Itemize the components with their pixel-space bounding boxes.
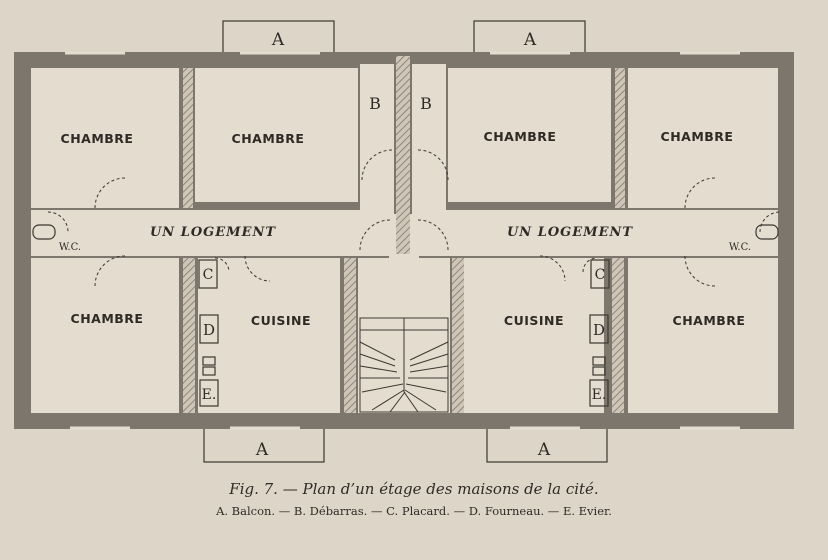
wc-right-label: W.C. [729,242,751,253]
room-labels: CHAMBRE CHAMBRE CHAMBRE CHAMBRE CHAMBRE … [59,94,751,403]
balcony-bottom-right: A [486,427,608,463]
stove-right [589,314,609,344]
balcony-top-right: A [473,20,586,54]
sink-left [199,379,219,407]
balcony-bottom-left-label: A [255,440,269,460]
sink-left-label: E. [202,387,217,403]
rooms [31,64,778,413]
dwelling-right: UN LOGEMENT [507,225,633,240]
dwelling-left: UN LOGEMENT [150,225,276,240]
sink-right [589,379,609,407]
cupboard-left-label: C [203,267,214,283]
door-swings [47,149,781,287]
caption-title: Fig. 7. — Plan d’un étage des maisons de… [229,480,599,498]
fixtures [32,224,779,407]
stove-left-label: D [203,321,215,339]
cupboard-right-label: C [595,267,606,283]
cupboard-right [590,259,610,289]
cupboard-left [198,259,218,289]
balcony-top-right-label: A [523,30,537,50]
kitchen-right: CUISINE [504,313,564,328]
caption-legend: A. Balcon. — B. Débarras. — C. Placard. … [216,504,612,518]
stairs [359,317,449,413]
wc-left-bowl [32,224,56,240]
bedroom-bottom-right: CHAMBRE [673,313,746,328]
floor-plan: A A A A [14,20,794,463]
kitchen-left: CUISINE [251,313,311,328]
bedroom-top-far-left: CHAMBRE [61,131,134,146]
bedroom-top-right: CHAMBRE [484,129,557,144]
storage-left-label: B [369,94,381,113]
balcony-bottom-left: A [203,427,325,463]
wc-right-bowl [755,224,779,240]
wc-left-label: W.C. [59,242,81,253]
balcony-top-left-label: A [271,30,285,50]
bedroom-bottom-left: CHAMBRE [71,311,144,326]
bedroom-top-far-right: CHAMBRE [661,129,734,144]
sink-right-label: E. [592,387,607,403]
windows [65,51,740,430]
partitions [183,56,625,413]
stove-left [199,314,219,344]
balcony-top-left: A [222,20,335,54]
balcony-bottom-right-label: A [537,440,551,460]
stove-right-label: D [593,321,605,339]
bedroom-top-left: CHAMBRE [232,131,305,146]
storage-right-label: B [420,94,432,113]
figure-caption: Fig. 7. — Plan d’un étage des maisons de… [0,480,828,518]
